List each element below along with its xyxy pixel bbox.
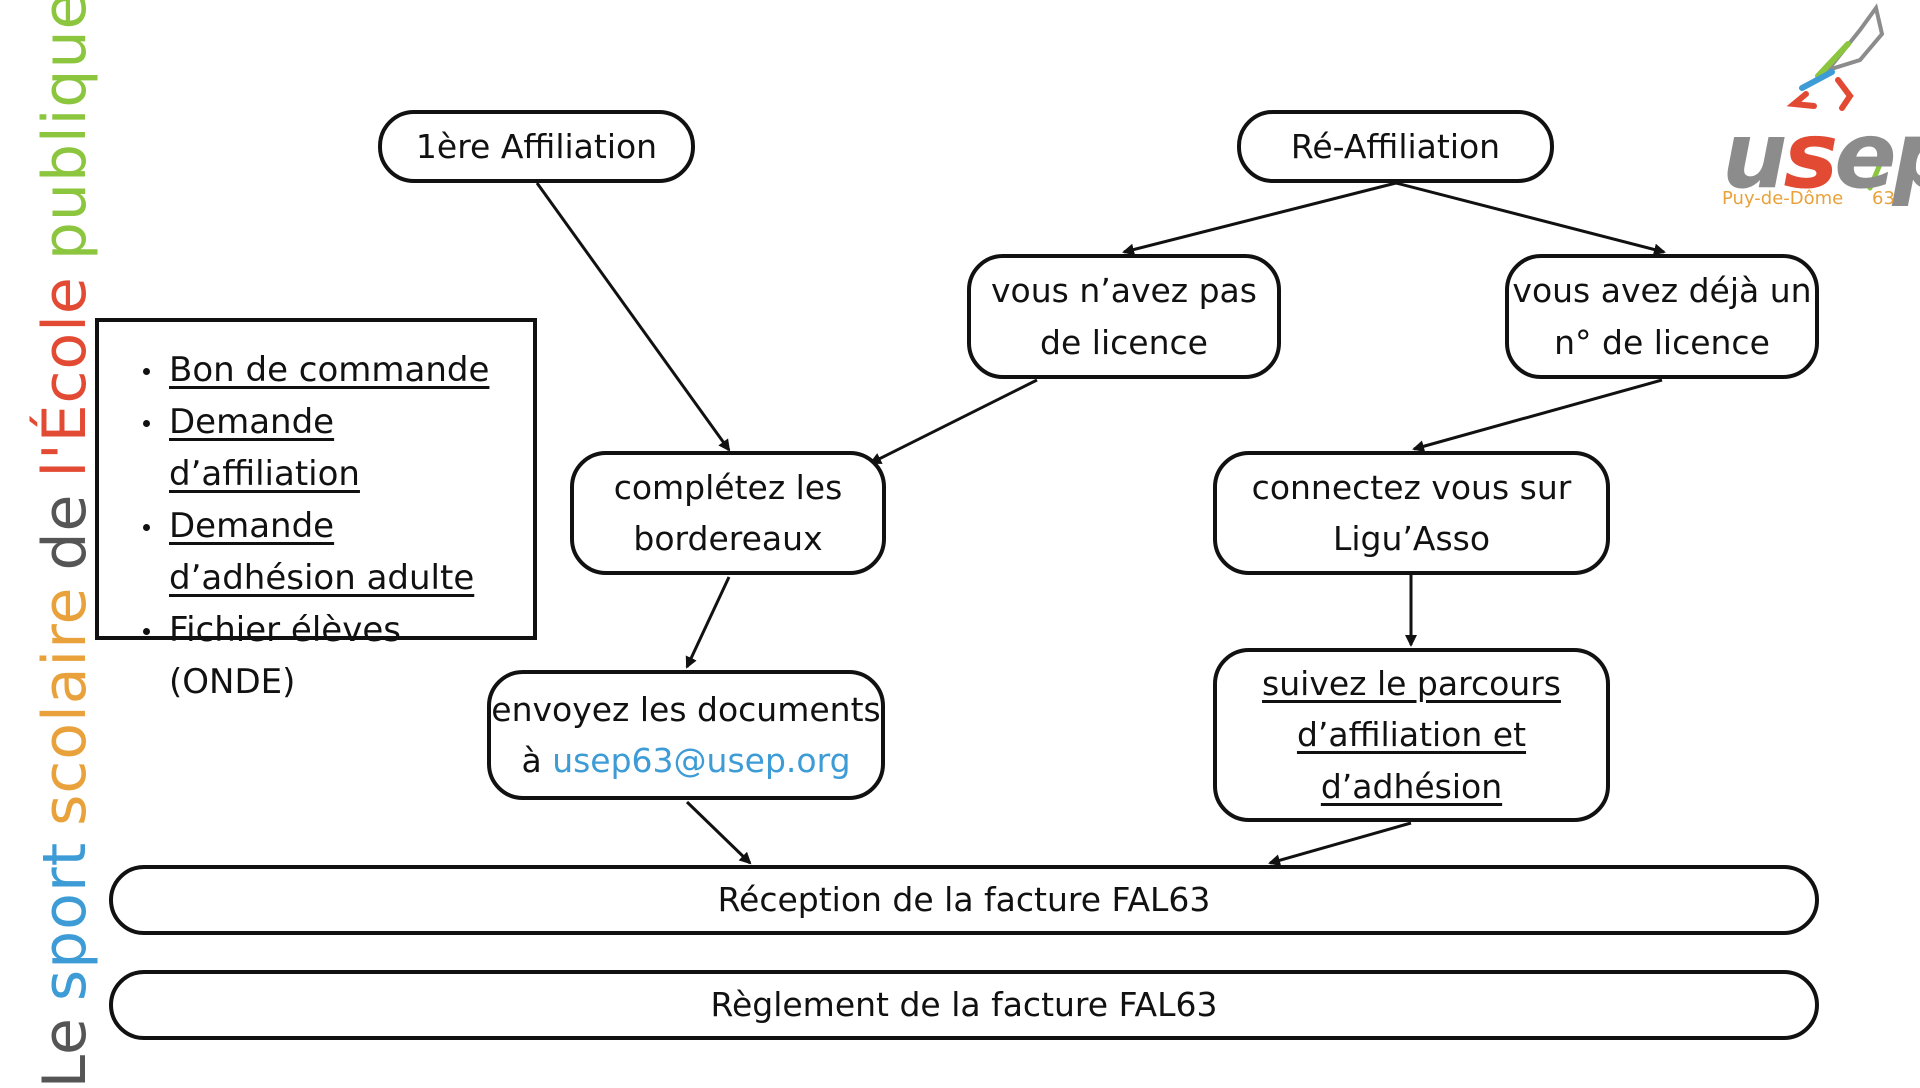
- doc-item: Fichier élèves (ONDE): [137, 604, 523, 708]
- arrow-first-to-fill: [535, 182, 731, 452]
- arrow-fill-to-send: [685, 576, 731, 669]
- doc-item[interactable]: Demande d’adhésion adulte: [137, 500, 523, 604]
- usep-logo-figure-icon: [1786, 3, 1889, 191]
- arrow-follow-to-reception: [1268, 821, 1412, 867]
- node-text: Réception de la facture FAL63: [717, 880, 1211, 920]
- logo-number: 63: [1872, 188, 1895, 209]
- node-text: à: [521, 741, 542, 780]
- arrow-send-to-reception: [685, 800, 752, 865]
- node-text: Règlement de la facture FAL63: [710, 985, 1218, 1025]
- usep-logo-wordmark: usep: [1722, 102, 1920, 209]
- follow-path-link[interactable]: suivez le parcours: [1262, 664, 1561, 704]
- doc-link-order-form[interactable]: Bon de commande: [169, 350, 490, 390]
- node-invoice-payment: Règlement de la facture FAL63: [109, 970, 1819, 1040]
- arrow-has-licence-to-connect: [1412, 378, 1663, 453]
- node-fill-forms: complétez les bordereaux: [570, 451, 886, 575]
- node-has-licence: vous avez déjà un n° de licence: [1505, 254, 1819, 379]
- node-text: bordereaux: [633, 519, 823, 558]
- node-text: 1ère Affiliation: [415, 126, 658, 166]
- doc-pupil-file: Fichier élèves (ONDE): [169, 610, 401, 702]
- email-link[interactable]: usep63@usep.org: [552, 741, 851, 780]
- arrow-re-to-has-licence: [1395, 181, 1666, 256]
- node-text: connectez vous sur: [1251, 467, 1572, 507]
- node-invoice-reception: Réception de la facture FAL63: [109, 865, 1819, 935]
- node-first-affiliation: 1ère Affiliation: [378, 110, 695, 183]
- node-follow-path[interactable]: suivez le parcours d’affiliation et d’ad…: [1213, 648, 1610, 822]
- node-text: de licence: [1040, 322, 1208, 362]
- node-re-affiliation: Ré-Affiliation: [1237, 110, 1554, 183]
- node-send-docs: envoyez les documents à usep63@usep.org: [487, 670, 885, 800]
- logo-region: Puy-de-Dôme: [1722, 188, 1844, 209]
- node-text: vous n’avez pas: [991, 271, 1257, 311]
- doc-link-adult-membership[interactable]: Demande d’adhésion adulte: [169, 506, 475, 598]
- node-text: Ré-Affiliation: [1290, 126, 1501, 166]
- doc-item[interactable]: Demande d’affiliation: [137, 396, 523, 500]
- documents-box: Bon de commande Demande d’affiliation De…: [95, 318, 537, 702]
- follow-path-link[interactable]: d’affiliation et: [1296, 715, 1527, 755]
- node-connect: connectez vous sur Ligu’Asso: [1213, 451, 1610, 575]
- follow-path-link[interactable]: d’adhésion: [1320, 766, 1503, 806]
- arrow-no-licence-to-fill: [869, 378, 1038, 465]
- doc-link-affiliation-request[interactable]: Demande d’affiliation: [169, 402, 360, 494]
- arrow-re-to-no-licence: [1122, 181, 1397, 256]
- node-text: envoyez les documents: [491, 689, 881, 729]
- node-no-licence: vous n’avez pas de licence: [967, 254, 1281, 379]
- node-text: Ligu’Asso: [1332, 519, 1491, 558]
- node-text: complétez les: [613, 467, 843, 507]
- doc-item[interactable]: Bon de commande: [137, 344, 523, 396]
- node-text: n° de licence: [1554, 322, 1770, 362]
- node-text: vous avez déjà un: [1512, 271, 1812, 311]
